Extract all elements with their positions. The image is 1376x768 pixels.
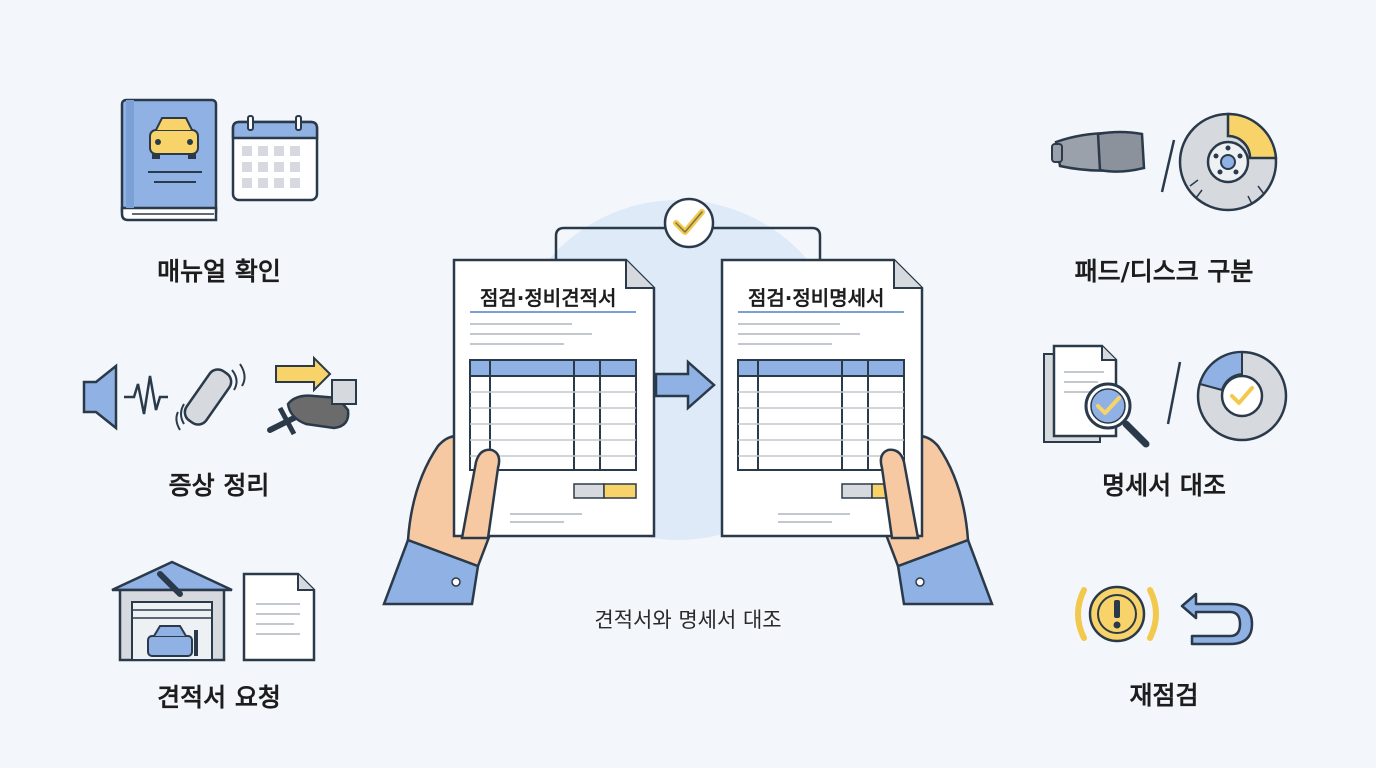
document-compare-icon <box>1043 344 1288 448</box>
estimate-document[interactable] <box>452 258 656 538</box>
compare-arrow-icon <box>654 359 716 411</box>
step-label-manual: 매뉴얼 확인 <box>157 257 281 286</box>
estimate-document-title: 점검·정비견적서 <box>480 286 617 310</box>
right-thumb <box>879 448 920 540</box>
step-label-pad-disc: 패드/디스크 구분 <box>1074 257 1254 286</box>
step-label-recheck: 재점검 <box>1129 681 1199 710</box>
symptom-icon <box>82 355 357 436</box>
calendar-icon <box>231 115 319 202</box>
left-thumb <box>460 448 501 540</box>
garage-quote-icon <box>111 560 316 662</box>
step-label-quote-request: 견적서 요청 <box>157 683 281 712</box>
brake-pad-disc-icon <box>1051 112 1278 212</box>
brake-warning-return-icon <box>1075 585 1254 646</box>
step-label-symptom: 증상 정리 <box>168 471 270 500</box>
center-caption: 견적서와 명세서 대조 <box>594 608 782 632</box>
service-manual-icon <box>120 98 218 222</box>
check-badge-icon <box>663 197 715 249</box>
statement-document[interactable] <box>720 258 924 538</box>
statement-document-title: 점검·정비명세서 <box>748 286 885 310</box>
step-label-statement-compare: 명세서 대조 <box>1102 471 1226 500</box>
